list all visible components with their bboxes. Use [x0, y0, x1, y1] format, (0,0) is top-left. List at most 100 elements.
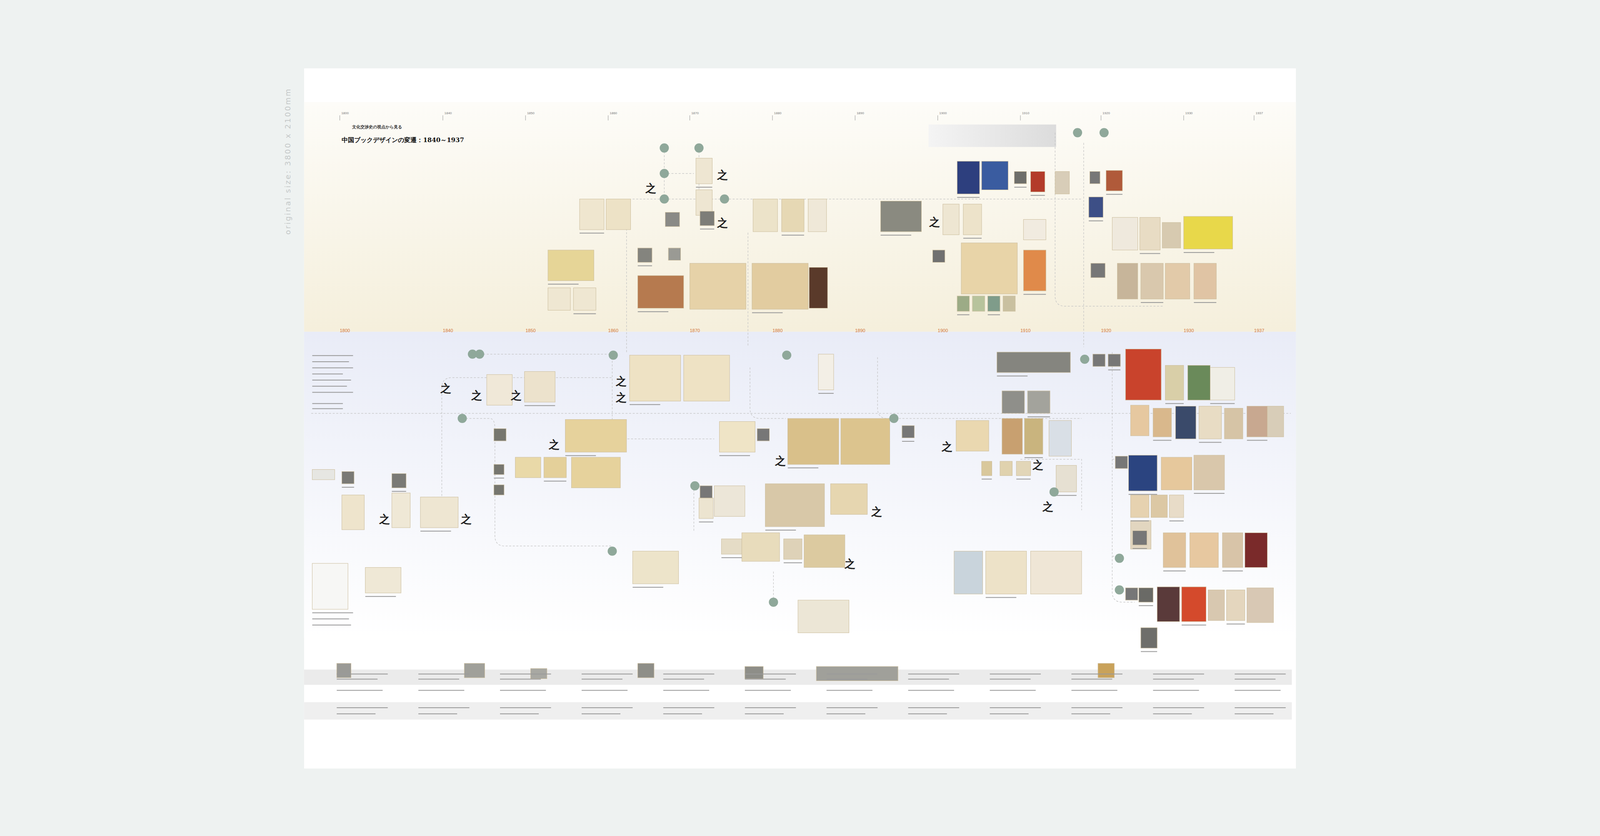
caption-stripe — [1181, 624, 1207, 626]
caption-stripe — [957, 197, 980, 198]
book-image — [818, 354, 834, 390]
glyph-sample: 之 — [1042, 500, 1054, 514]
book-image — [579, 199, 605, 230]
caption-stripe — [312, 612, 353, 613]
timeline-connector — [1083, 142, 1084, 348]
book-image — [1165, 365, 1184, 400]
book-image — [981, 161, 1009, 190]
book-image — [341, 495, 365, 530]
caption-stripe — [783, 562, 803, 563]
caption-stripe — [312, 361, 349, 363]
caption-stripe — [1130, 520, 1149, 522]
book-image — [745, 666, 764, 679]
book-image — [547, 250, 594, 281]
axis-year: 1910 — [1020, 327, 1031, 334]
axis-year: 1890 — [855, 327, 865, 334]
book-image — [981, 461, 992, 476]
caption-stripe — [1071, 690, 1118, 691]
book-image — [1222, 532, 1243, 568]
marker-dot — [1049, 487, 1059, 497]
caption-stripe — [1234, 707, 1286, 708]
caption-stripe — [765, 529, 796, 531]
caption-stripe — [312, 367, 353, 369]
book-image — [1226, 590, 1245, 621]
caption-stripe — [312, 408, 343, 410]
book-image — [1132, 530, 1147, 545]
timeline-connector — [747, 232, 748, 347]
book-image — [547, 287, 571, 311]
caption-stripe — [1140, 650, 1158, 652]
caption-stripe — [663, 673, 715, 675]
book-image — [1002, 295, 1015, 312]
caption-stripe — [336, 678, 378, 680]
axis-year: 1900 — [937, 327, 948, 334]
book-image — [1090, 171, 1100, 184]
caption-stripe — [312, 373, 343, 375]
caption-stripe — [1014, 186, 1027, 188]
caption-stripe — [1071, 707, 1123, 708]
book-image — [1181, 586, 1207, 622]
book-image — [1208, 590, 1225, 621]
caption-stripe — [543, 480, 567, 482]
book-image — [1210, 367, 1235, 400]
caption-stripe — [908, 678, 950, 680]
book-image — [606, 199, 631, 230]
marker-dot — [659, 194, 669, 204]
caption-stripe — [745, 678, 786, 680]
axis-year: 1930 — [1183, 327, 1194, 334]
caption-stripe — [663, 707, 715, 708]
axis-tick — [937, 115, 938, 121]
caption-stripe — [981, 478, 992, 480]
book-image — [1130, 520, 1151, 550]
book-image — [840, 418, 890, 465]
book-image — [752, 199, 778, 232]
caption-stripe — [418, 713, 458, 715]
book-image — [816, 666, 898, 681]
subtitle: 文化交渉史の視点から見る — [352, 124, 403, 130]
glyph-sample: 之 — [717, 217, 728, 230]
axis-tick — [855, 115, 856, 121]
axis-year: 1890 — [856, 111, 865, 115]
caption-stripe — [721, 557, 742, 558]
caption-stripe — [581, 707, 633, 708]
caption-stripe — [719, 455, 750, 456]
caption-stripe — [418, 707, 470, 708]
book-image — [665, 212, 680, 227]
marker-dot — [475, 349, 485, 359]
glyph-sample: 之 — [460, 513, 472, 526]
book-image — [1112, 217, 1138, 250]
caption-stripe — [1152, 440, 1172, 441]
book-image — [880, 200, 922, 232]
marker-dot — [457, 413, 467, 423]
caption-stripe — [312, 391, 353, 393]
caption-stripe — [700, 228, 715, 230]
book-image — [997, 352, 1071, 373]
caption-stripe — [524, 405, 555, 406]
axis-tick — [525, 115, 526, 121]
caption-stripe — [637, 265, 653, 267]
caption-stripe — [990, 678, 1031, 680]
marker-dot — [782, 350, 792, 360]
book-image — [1030, 550, 1082, 594]
caption-stripe — [1024, 457, 1043, 458]
axis-year: 1850 — [527, 111, 535, 115]
book-image — [1128, 455, 1158, 491]
caption-stripe — [1056, 495, 1077, 496]
axis-tick — [1253, 115, 1255, 121]
book-image — [571, 457, 621, 488]
caption-stripe — [418, 690, 465, 691]
book-image — [668, 247, 681, 260]
header-panel — [928, 124, 1057, 148]
caption-stripe — [312, 379, 351, 381]
book-image — [1090, 263, 1105, 278]
book-image — [690, 263, 747, 310]
caption-stripe — [336, 690, 383, 691]
book-image — [1162, 222, 1181, 248]
axis-year: 1910 — [1022, 111, 1030, 115]
axis-tick — [442, 115, 443, 121]
glyph-sample: 之 — [844, 557, 856, 571]
caption-stripe — [312, 355, 353, 356]
book-image — [1199, 406, 1222, 439]
book-image — [721, 538, 742, 555]
